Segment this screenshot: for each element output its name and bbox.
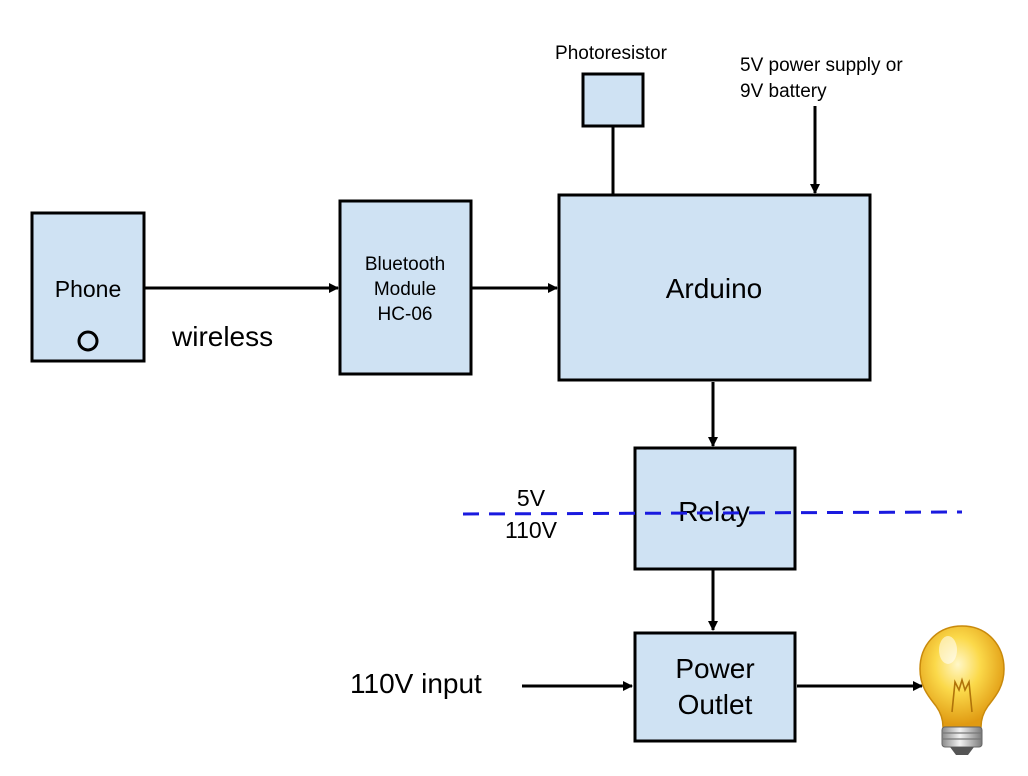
node-bluetooth-module: Bluetooth Module HC-06 bbox=[338, 199, 473, 376]
photoresistor-label: Photoresistor bbox=[555, 43, 668, 64]
input-label: 110V input bbox=[350, 668, 482, 699]
bluetooth-label-line3: HC-06 bbox=[378, 304, 433, 325]
node-power-outlet: Power Outlet bbox=[633, 631, 797, 743]
power-supply-label-line1: 5V power supply or bbox=[740, 55, 903, 76]
wireless-label: wireless bbox=[171, 321, 273, 352]
node-phone: Phone bbox=[30, 211, 146, 363]
outlet-label-line2: Outlet bbox=[678, 689, 753, 720]
light-bulb-icon bbox=[919, 625, 1005, 755]
bluetooth-label-line2: Module bbox=[374, 279, 436, 300]
phone-label: Phone bbox=[55, 276, 122, 302]
voltage-boundary-line bbox=[462, 510, 963, 516]
power-supply-label-line2: 9V battery bbox=[740, 81, 827, 102]
high-voltage-label: 110V bbox=[505, 517, 558, 543]
node-relay: Relay bbox=[633, 446, 797, 571]
outlet-label-line1: Power bbox=[675, 653, 754, 684]
bluetooth-label-line1: Bluetooth bbox=[365, 254, 445, 275]
node-arduino: Arduino bbox=[557, 193, 872, 382]
node-photoresistor bbox=[581, 72, 645, 128]
relay-label: Relay bbox=[678, 496, 750, 527]
arduino-label: Arduino bbox=[666, 273, 763, 304]
phone-button-icon bbox=[77, 330, 99, 352]
low-voltage-label: 5V bbox=[517, 485, 546, 511]
